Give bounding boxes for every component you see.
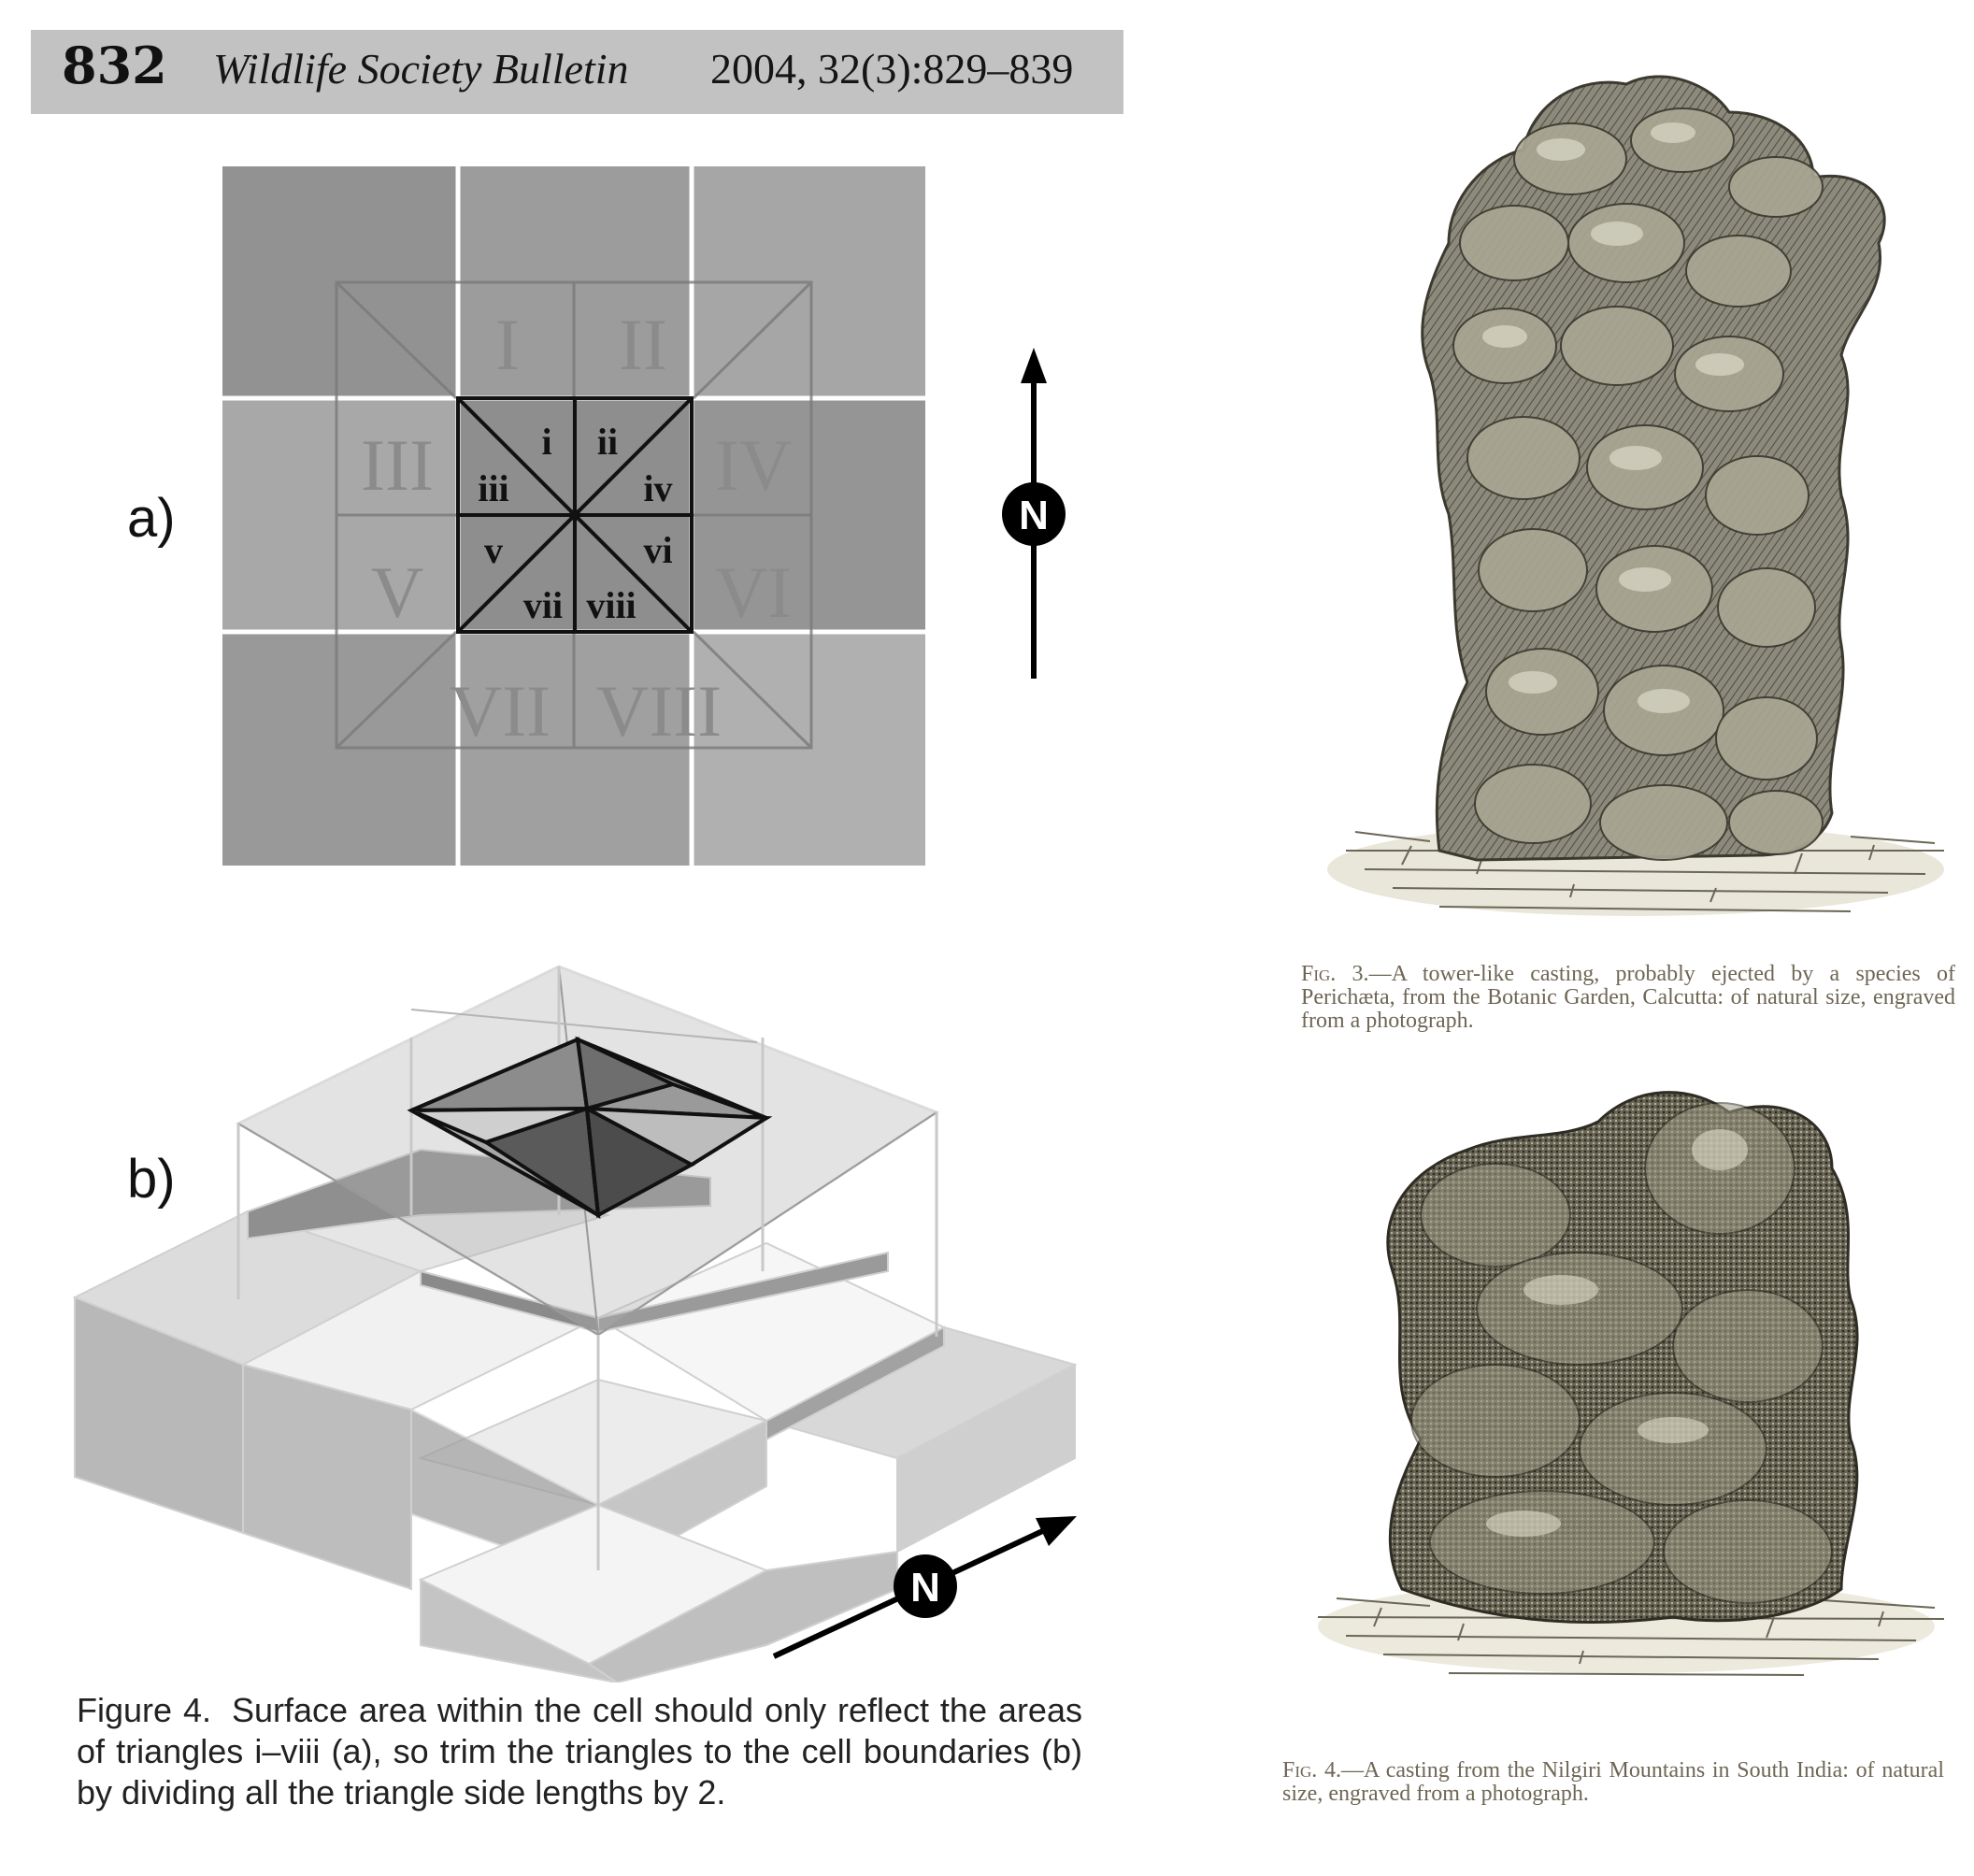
tower-lobes [1452,107,1824,861]
page-number: 832 [62,36,167,95]
outer-label: IV [715,424,792,506]
fig4-caption: Fig. 4.—A casting from the Nilgiri Mount… [1282,1759,1944,1806]
outer-label: VII [450,670,551,752]
outer-label: I [495,304,520,385]
nilgiri-casting-engraving [1317,1091,1945,1676]
fig4-caption-head: Fig. 4. [1282,1758,1341,1783]
figure-caption-text: Surface area within the cell should only… [77,1691,1082,1812]
inner-labels: i ii iii iv v vi vii viii [478,421,672,626]
figure-caption-head: Figure 4. [77,1691,212,1729]
outer-label: II [619,304,667,385]
north-label: N [1019,493,1049,538]
fig3-caption-head: Fig. 3. [1301,962,1369,986]
header-bar [31,30,1123,114]
trimmed-triangles [407,1036,773,1219]
fig3-caption: Fig. 3.—A tower-like casting, probably e… [1301,963,1955,1033]
outer-label: VIII [596,670,722,752]
inner-label: iii [478,467,508,509]
center-point [569,509,580,521]
figure-a-grid-diagram: I II III IV V VI VII VIII i ii iii iv v … [222,166,1066,866]
inner-label: v [484,529,503,571]
terrain-blocks [72,1148,1078,1683]
inner-label: vi [643,529,672,571]
journal-title: Wildlife Society Bulletin [213,45,629,93]
north-label: N [910,1565,940,1611]
outer-label: VI [715,551,792,633]
figure-caption: Figure 4. Surface area within the cell s… [77,1690,1082,1813]
inner-label: vii [523,584,563,626]
outer-label: V [371,551,423,633]
panel-label-a: a) [127,488,176,549]
north-arrow-b: N [772,1516,1077,1659]
casting-highlights [1486,1129,1748,1537]
inner-label: viii [586,584,636,626]
inner-label: iv [643,467,672,509]
fig4-caption-text: —A casting from the Nilgiri Mountains in… [1282,1758,1944,1806]
panel-label-b: b) [127,1149,176,1210]
fig3-caption-text: —A tower-like casting, probably ejected … [1301,962,1955,1033]
outer-labels: I II III IV V VI VII VIII [361,304,792,752]
tower-casting-engraving [1327,75,1944,916]
inner-label: i [541,421,551,463]
inner-label: ii [597,421,618,463]
tower-highlights [1482,122,1744,713]
north-arrow-a: N [1002,348,1066,679]
figure-b-3d-diagram: N [72,965,1078,1683]
outer-label: III [361,424,434,506]
frame-posts [236,967,938,1570]
journal-reference: 2004, 32(3):829–839 [710,45,1074,93]
